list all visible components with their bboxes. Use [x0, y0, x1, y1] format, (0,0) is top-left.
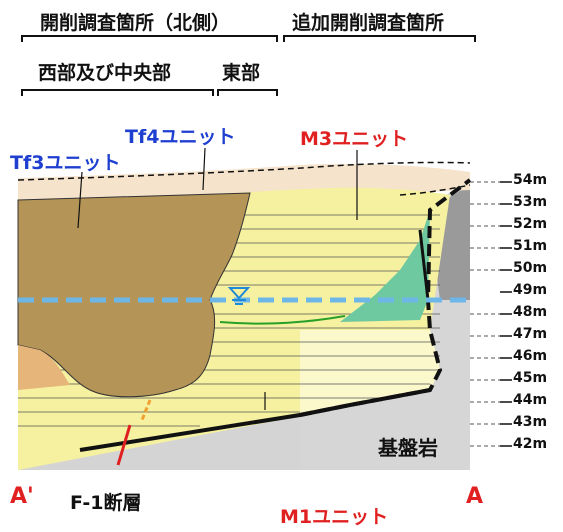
header-east: 東部: [222, 62, 261, 84]
bracket-west-center: [21, 89, 214, 96]
header-brackets: [21, 35, 476, 96]
elevation-label: 46m: [513, 348, 548, 364]
fault-dashed: [140, 399, 152, 421]
bracket-excavation-north: [21, 35, 278, 42]
upper-dashed-line: [17, 161, 471, 181]
elevation-label: 51m: [513, 238, 548, 254]
label-section-left: A': [10, 484, 34, 509]
fault-line: [116, 424, 132, 466]
elevation-ticks: [500, 181, 512, 447]
label-tf3-unit: Tf3ユニット: [10, 152, 121, 174]
green-wedge: [340, 210, 430, 322]
label-section-right: A: [466, 484, 484, 509]
bracket-additional: [283, 35, 476, 42]
bracket-east: [217, 89, 278, 96]
leader-lines: [77, 147, 358, 410]
elevation-label: 47m: [513, 326, 548, 342]
elevation-label: 49m: [513, 282, 548, 298]
label-bedrock: 基盤岩: [378, 436, 438, 460]
elevation-label: 52m: [513, 216, 548, 232]
header-excavation-north: 開削調査箇所（北側）: [40, 12, 231, 34]
elevation-label: 48m: [513, 304, 548, 320]
elevation-label: 44m: [513, 392, 548, 408]
label-m1-unit: M1ユニット: [280, 506, 389, 528]
elevation-label: 42m: [513, 436, 548, 452]
tf-lower-light: [18, 345, 70, 390]
elevation-label: 43m: [513, 414, 548, 430]
upper-dashed-line-2: [399, 184, 471, 196]
header-west-center: 西部及び中央部: [38, 62, 172, 84]
water-level-icon: [227, 287, 251, 305]
solid-edge: [418, 229, 430, 301]
tf-unit-body: [17, 192, 251, 398]
label-fault: F-1断層: [70, 492, 142, 514]
elevation-label: 45m: [513, 370, 548, 386]
elevation-label: 54m: [513, 172, 548, 188]
bedrock-dashed-boundary: [299, 178, 472, 417]
label-m3-unit: M3ユニット: [300, 128, 409, 150]
header-additional: 追加開削調査箇所: [292, 12, 445, 34]
green-contact-line: [219, 315, 346, 325]
elevation-label: 50m: [513, 260, 548, 276]
label-tf4-unit: Tf4ユニット: [125, 126, 236, 148]
elevation-label: 53m: [513, 194, 548, 210]
